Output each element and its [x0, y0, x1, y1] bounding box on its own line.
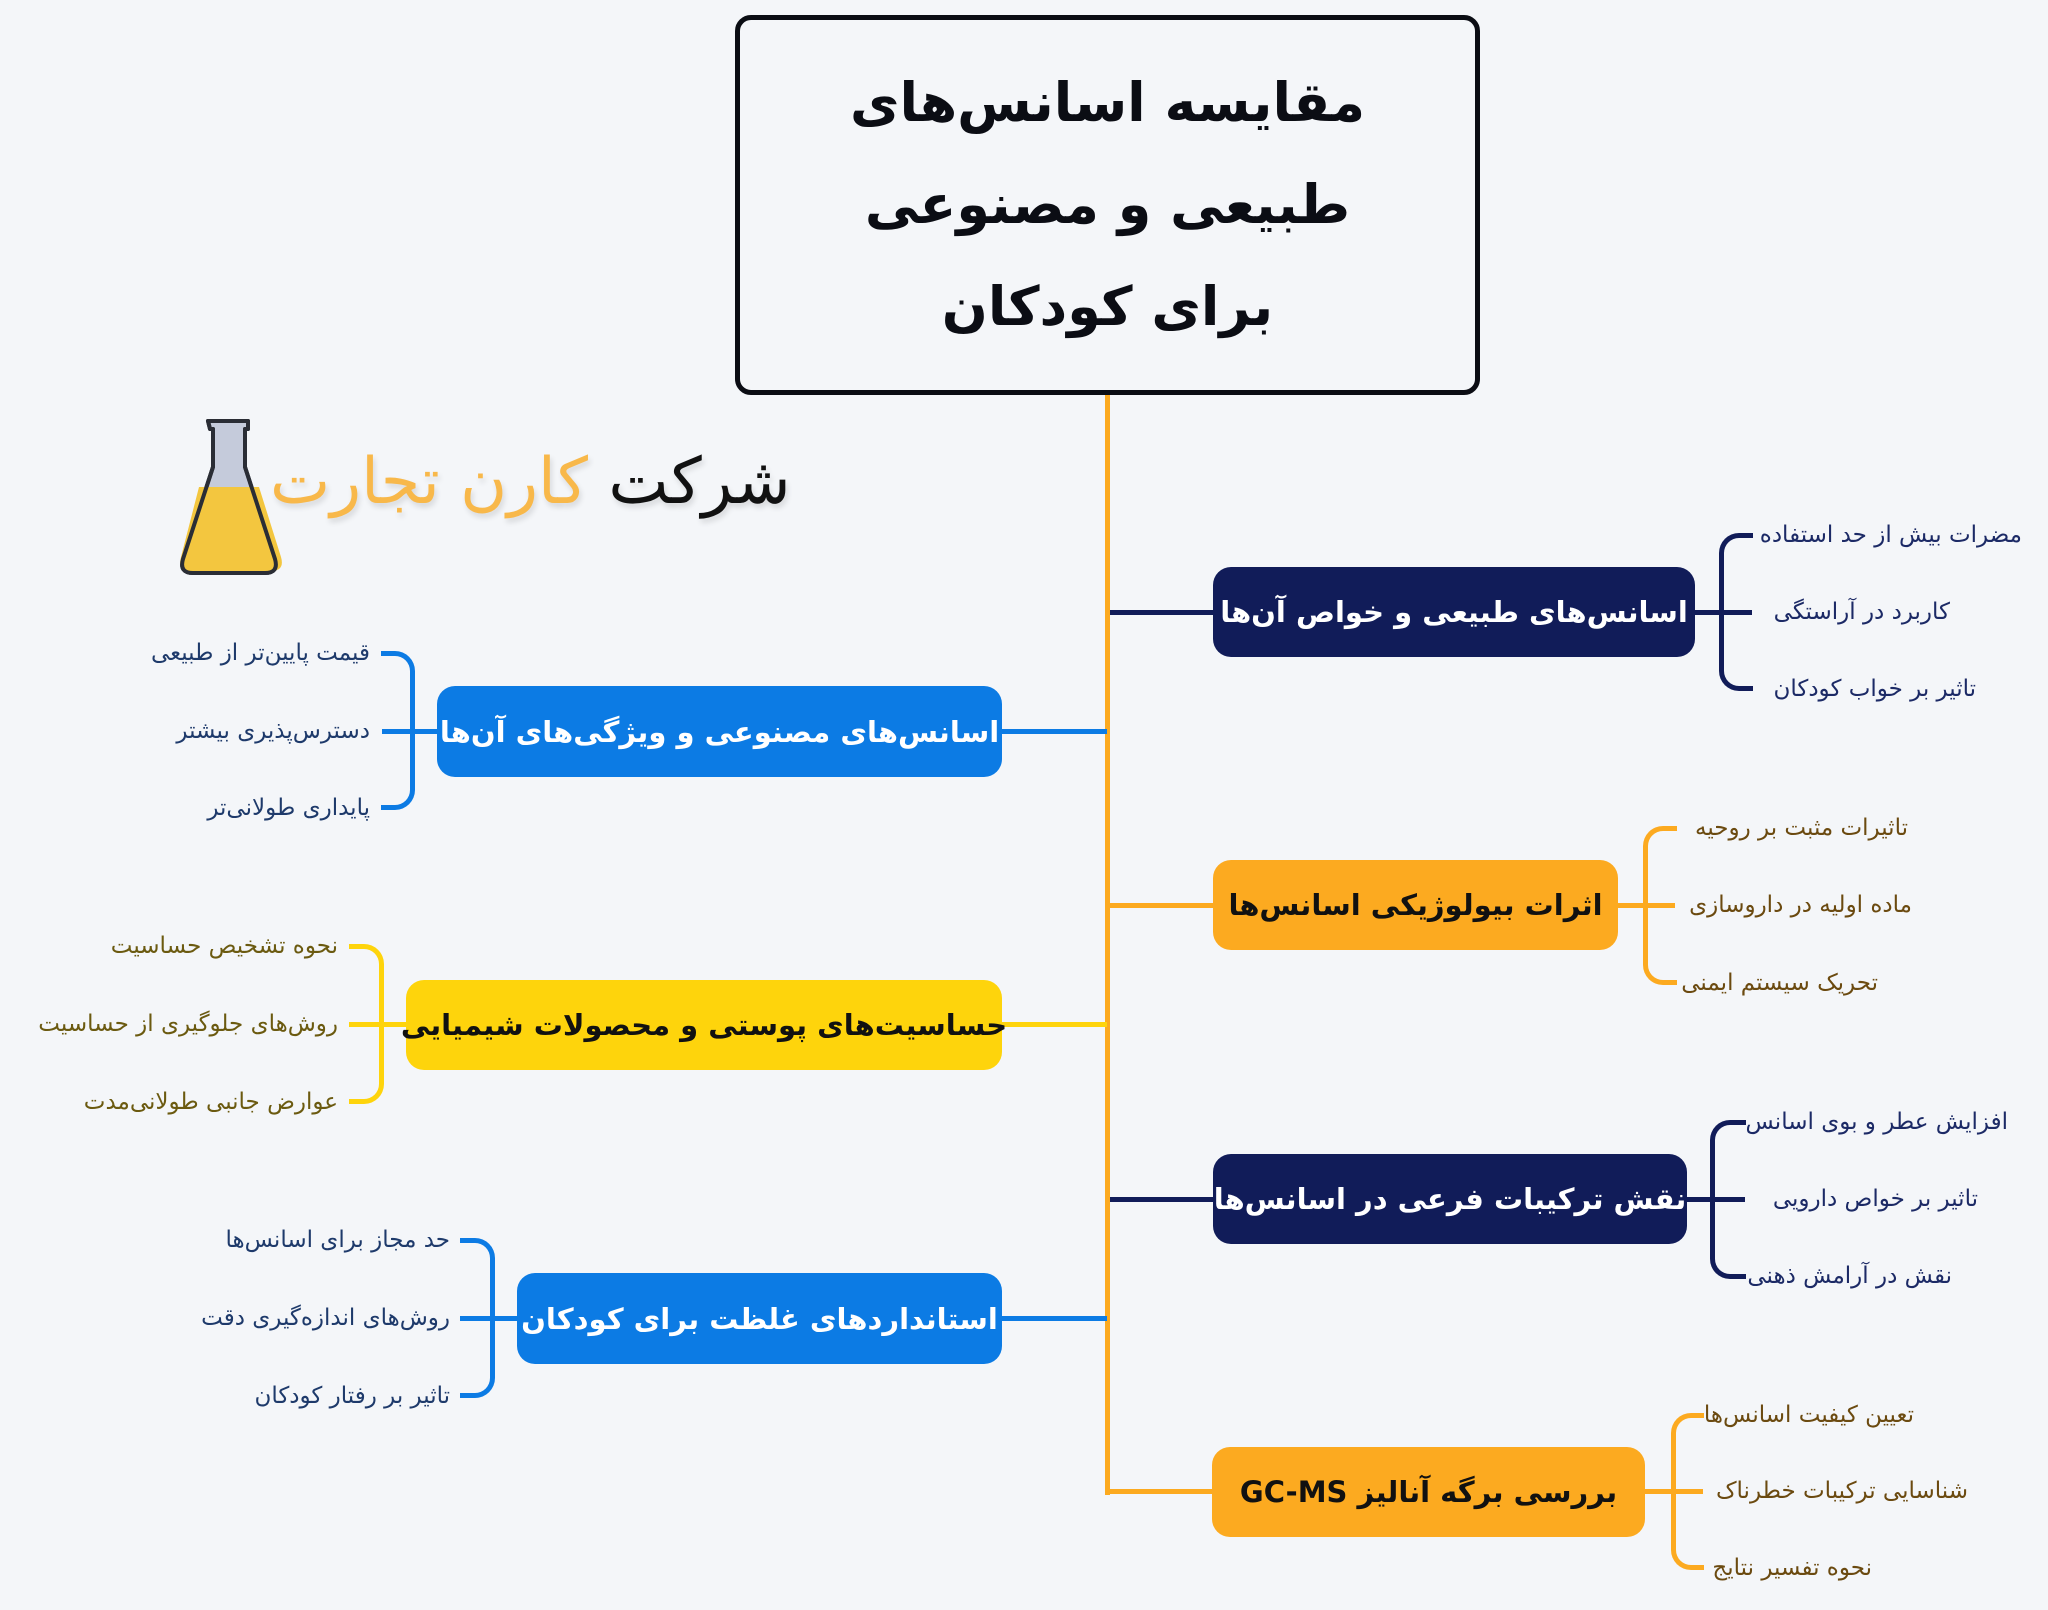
branch-label: حساسیت‌های پوستی و محصولات شیمیایی: [400, 1008, 1008, 1042]
leaf-item[interactable]: افزایش عطر و بوی اسانس: [1745, 1109, 2008, 1135]
connector-line: [349, 1022, 407, 1027]
leaf-item[interactable]: تاثیر بر خواب کودکان: [1773, 676, 1976, 702]
connector-line: [1110, 610, 1215, 615]
connector-line: [460, 1316, 518, 1321]
company-prefix: شرکت: [608, 445, 791, 519]
trunk-line: [1105, 395, 1110, 1495]
branch-node-gcms-analysis[interactable]: بررسی برگه آنالیز GC-MS: [1212, 1447, 1645, 1537]
company-brand: کارن تجارت: [270, 445, 588, 519]
connector-line: [1687, 1197, 1745, 1202]
leaf-item[interactable]: کاربرد در آراستگی: [1773, 599, 1950, 625]
connector-line: [1002, 1316, 1107, 1321]
branch-node-natural-essences[interactable]: اسانس‌های طبیعی و خواص آن‌ها: [1213, 567, 1695, 657]
leaf-item[interactable]: ماده اولیه در داروسازی: [1689, 892, 1912, 918]
branch-node-biological-effects[interactable]: اثرات بیولوژیکی اسانس‌ها: [1213, 860, 1618, 950]
leaf-item[interactable]: حد مجاز برای اسانس‌ها: [225, 1227, 450, 1253]
leaf-item[interactable]: تعیین کیفیت اسانس‌ها: [1703, 1402, 1914, 1428]
bracket: [1710, 1120, 1746, 1279]
leaf-item[interactable]: تحریک سیستم ایمنی: [1681, 970, 1878, 996]
connector-line: [1110, 903, 1215, 908]
company-logo: [170, 415, 850, 580]
branch-label: اثرات بیولوژیکی اسانس‌ها: [1228, 888, 1603, 922]
branch-label: استانداردهای غلظت برای کودکان: [521, 1301, 998, 1336]
bracket: [349, 944, 384, 1104]
leaf-item[interactable]: روش‌های جلوگیری از حساسیت: [38, 1011, 338, 1037]
leaf-item[interactable]: نقش در آرامش ذهنی: [1747, 1263, 1952, 1289]
bracket: [1643, 826, 1677, 985]
root-title-text: مقایسه اسانس‌های طبیعی و مصنوعی برای کود…: [849, 71, 1366, 338]
leaf-item[interactable]: شناسایی ترکیبات خطرناک: [1715, 1478, 1968, 1504]
branch-node-synthetic-essences[interactable]: اسانس‌های مصنوعی و ویژگی‌های آن‌ها: [437, 686, 1002, 777]
branch-label: اسانس‌های طبیعی و خواص آن‌ها: [1220, 595, 1688, 629]
branch-label: بررسی برگه آنالیز GC-MS: [1239, 1475, 1618, 1509]
leaf-item[interactable]: تاثیرات مثبت بر روحیه: [1695, 815, 1908, 841]
leaf-item[interactable]: پایداری طولانی‌تر: [207, 795, 370, 821]
branch-node-concentration-standards[interactable]: استانداردهای غلظت برای کودکان: [517, 1273, 1002, 1364]
bracket: [381, 651, 415, 810]
bracket: [1671, 1413, 1704, 1570]
root-title-node[interactable]: مقایسه اسانس‌های طبیعی و مصنوعی برای کود…: [735, 15, 1480, 395]
leaf-item[interactable]: دسترس‌پذیری بیشتر: [176, 718, 370, 744]
connector-line: [1002, 729, 1107, 734]
connector-line: [1110, 1197, 1215, 1202]
bracket: [1719, 533, 1753, 691]
connector-line: [1002, 1022, 1107, 1027]
company-name: شرکت کارن تجارت: [270, 445, 791, 519]
branch-label: اسانس‌های مصنوعی و ویژگی‌های آن‌ها: [439, 714, 1000, 749]
branch-node-secondary-compounds[interactable]: نقش ترکیبات فرعی در اسانس‌ها: [1213, 1154, 1687, 1244]
flask-icon: [180, 419, 282, 575]
leaf-item[interactable]: نحوه تفسیر نتایج: [1712, 1555, 1872, 1581]
leaf-item[interactable]: قیمت پایین‌تر از طبیعی: [150, 640, 370, 666]
leaf-item[interactable]: روش‌های اندازه‌گیری دقت: [201, 1305, 450, 1331]
leaf-item[interactable]: عوارض جانبی طولانی‌مدت: [83, 1089, 338, 1115]
branch-node-skin-sensitivity[interactable]: حساسیت‌های پوستی و محصولات شیمیایی: [401, 980, 1007, 1070]
leaf-item[interactable]: تاثیر بر خواص دارویی: [1772, 1186, 1978, 1212]
leaf-item[interactable]: نحوه تشخیص حساسیت: [110, 933, 338, 959]
bracket: [460, 1238, 495, 1398]
leaf-item[interactable]: مضرات بیش از حد استفاده: [1759, 522, 2022, 548]
trunk-foot: [1105, 1489, 1215, 1494]
branch-label: نقش ترکیبات فرعی در اسانس‌ها: [1213, 1182, 1687, 1216]
leaf-item[interactable]: تاثیر بر رفتار کودکان: [254, 1383, 450, 1409]
